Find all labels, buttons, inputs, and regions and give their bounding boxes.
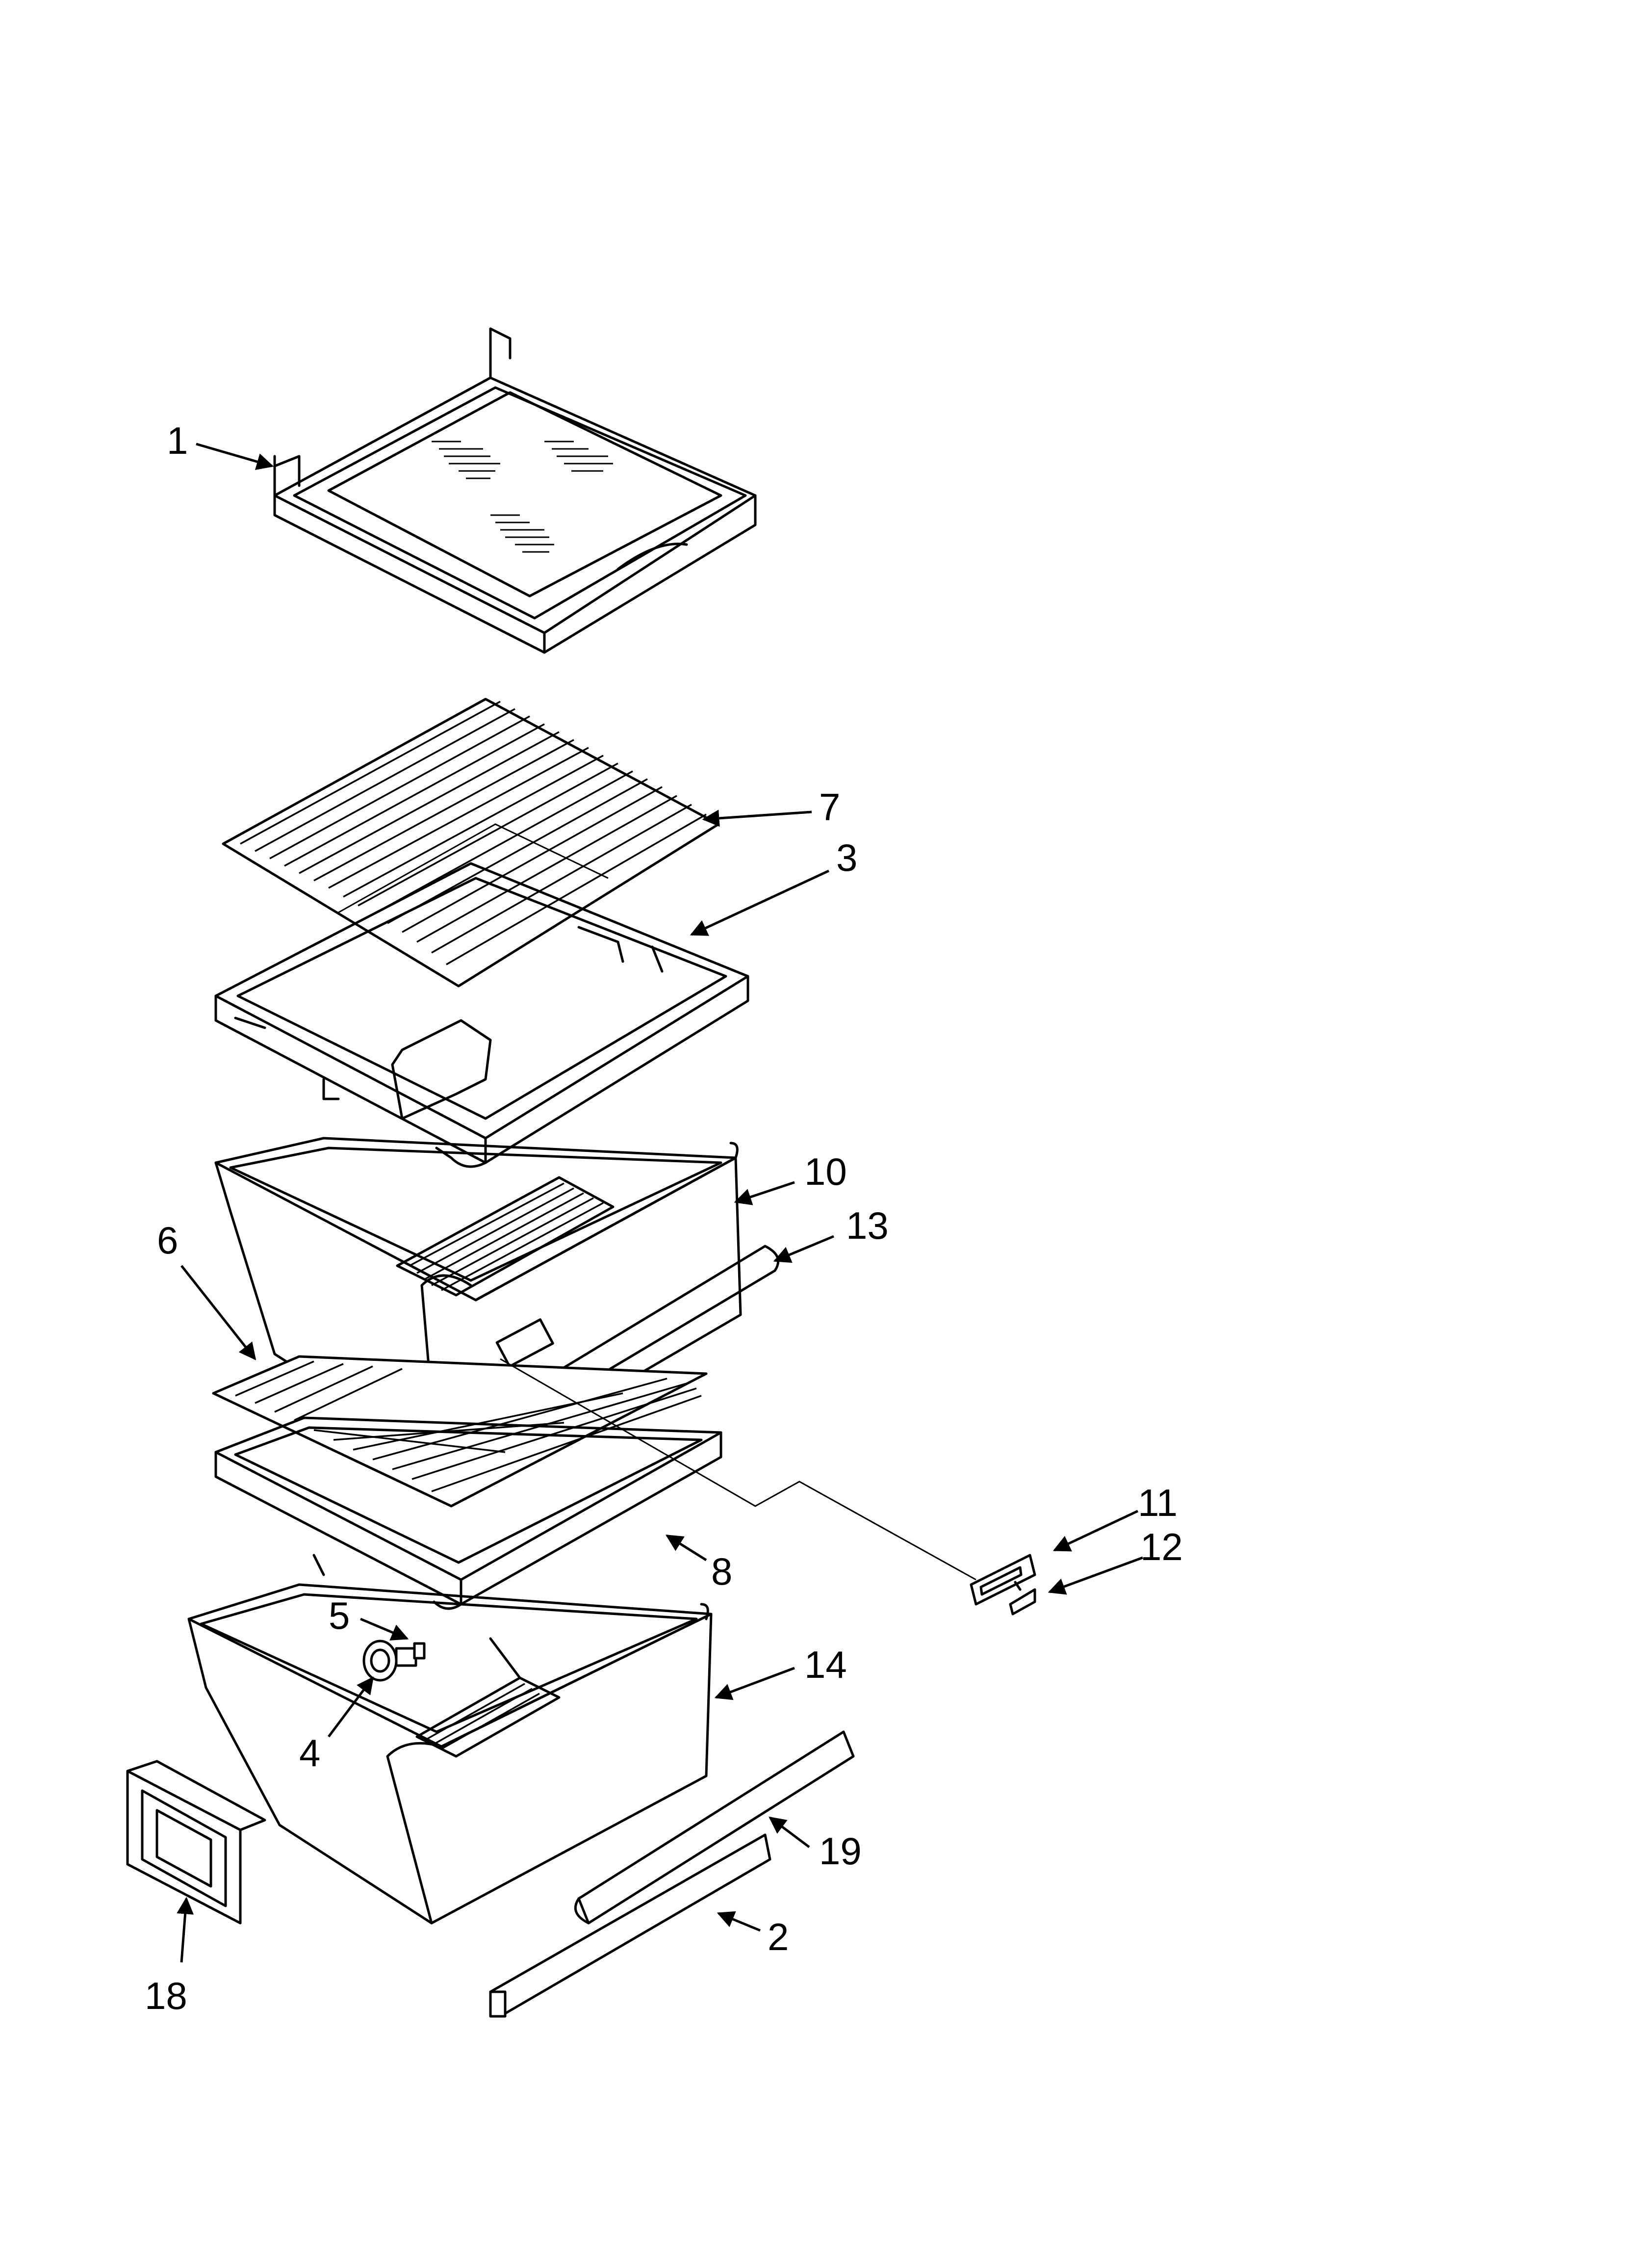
callout-10: 10 — [804, 1150, 847, 1193]
part-1-shelf — [273, 327, 757, 654]
callout-11: 11 — [1138, 1481, 1178, 1524]
callout-labels: 1 7 3 10 13 6 8 11 12 5 4 14 18 19 2 — [145, 419, 1183, 2017]
part-2-trim — [489, 1833, 771, 2018]
callout-3: 3 — [836, 836, 857, 879]
part-11-12-slide-control — [970, 1554, 1036, 1616]
part-14-crisper-drawer-lower — [187, 1583, 713, 1925]
callout-12: 12 — [1140, 1525, 1183, 1568]
callout-2: 2 — [768, 1915, 789, 1958]
callout-7: 7 — [819, 785, 840, 829]
part-3-crisper-cover-frame — [214, 862, 749, 1168]
callout-14: 14 — [804, 1643, 847, 1686]
callout-4: 4 — [299, 1731, 320, 1774]
callout-19: 19 — [819, 1829, 862, 1873]
part-18-nameplate — [126, 1760, 266, 1925]
part-19-trim — [574, 1730, 855, 1925]
leader-lines — [177, 443, 1143, 1963]
callout-1: 1 — [167, 419, 188, 462]
callout-13: 13 — [846, 1204, 889, 1247]
callout-8: 8 — [711, 1550, 732, 1593]
callout-5: 5 — [329, 1594, 350, 1637]
part-4-5-humidity-control — [362, 1640, 426, 1682]
callout-6: 6 — [157, 1219, 178, 1262]
part-7-crisper-cover-glass — [222, 698, 720, 988]
slide-control-connector-line — [500, 1358, 976, 1581]
callout-18: 18 — [145, 1974, 187, 2017]
